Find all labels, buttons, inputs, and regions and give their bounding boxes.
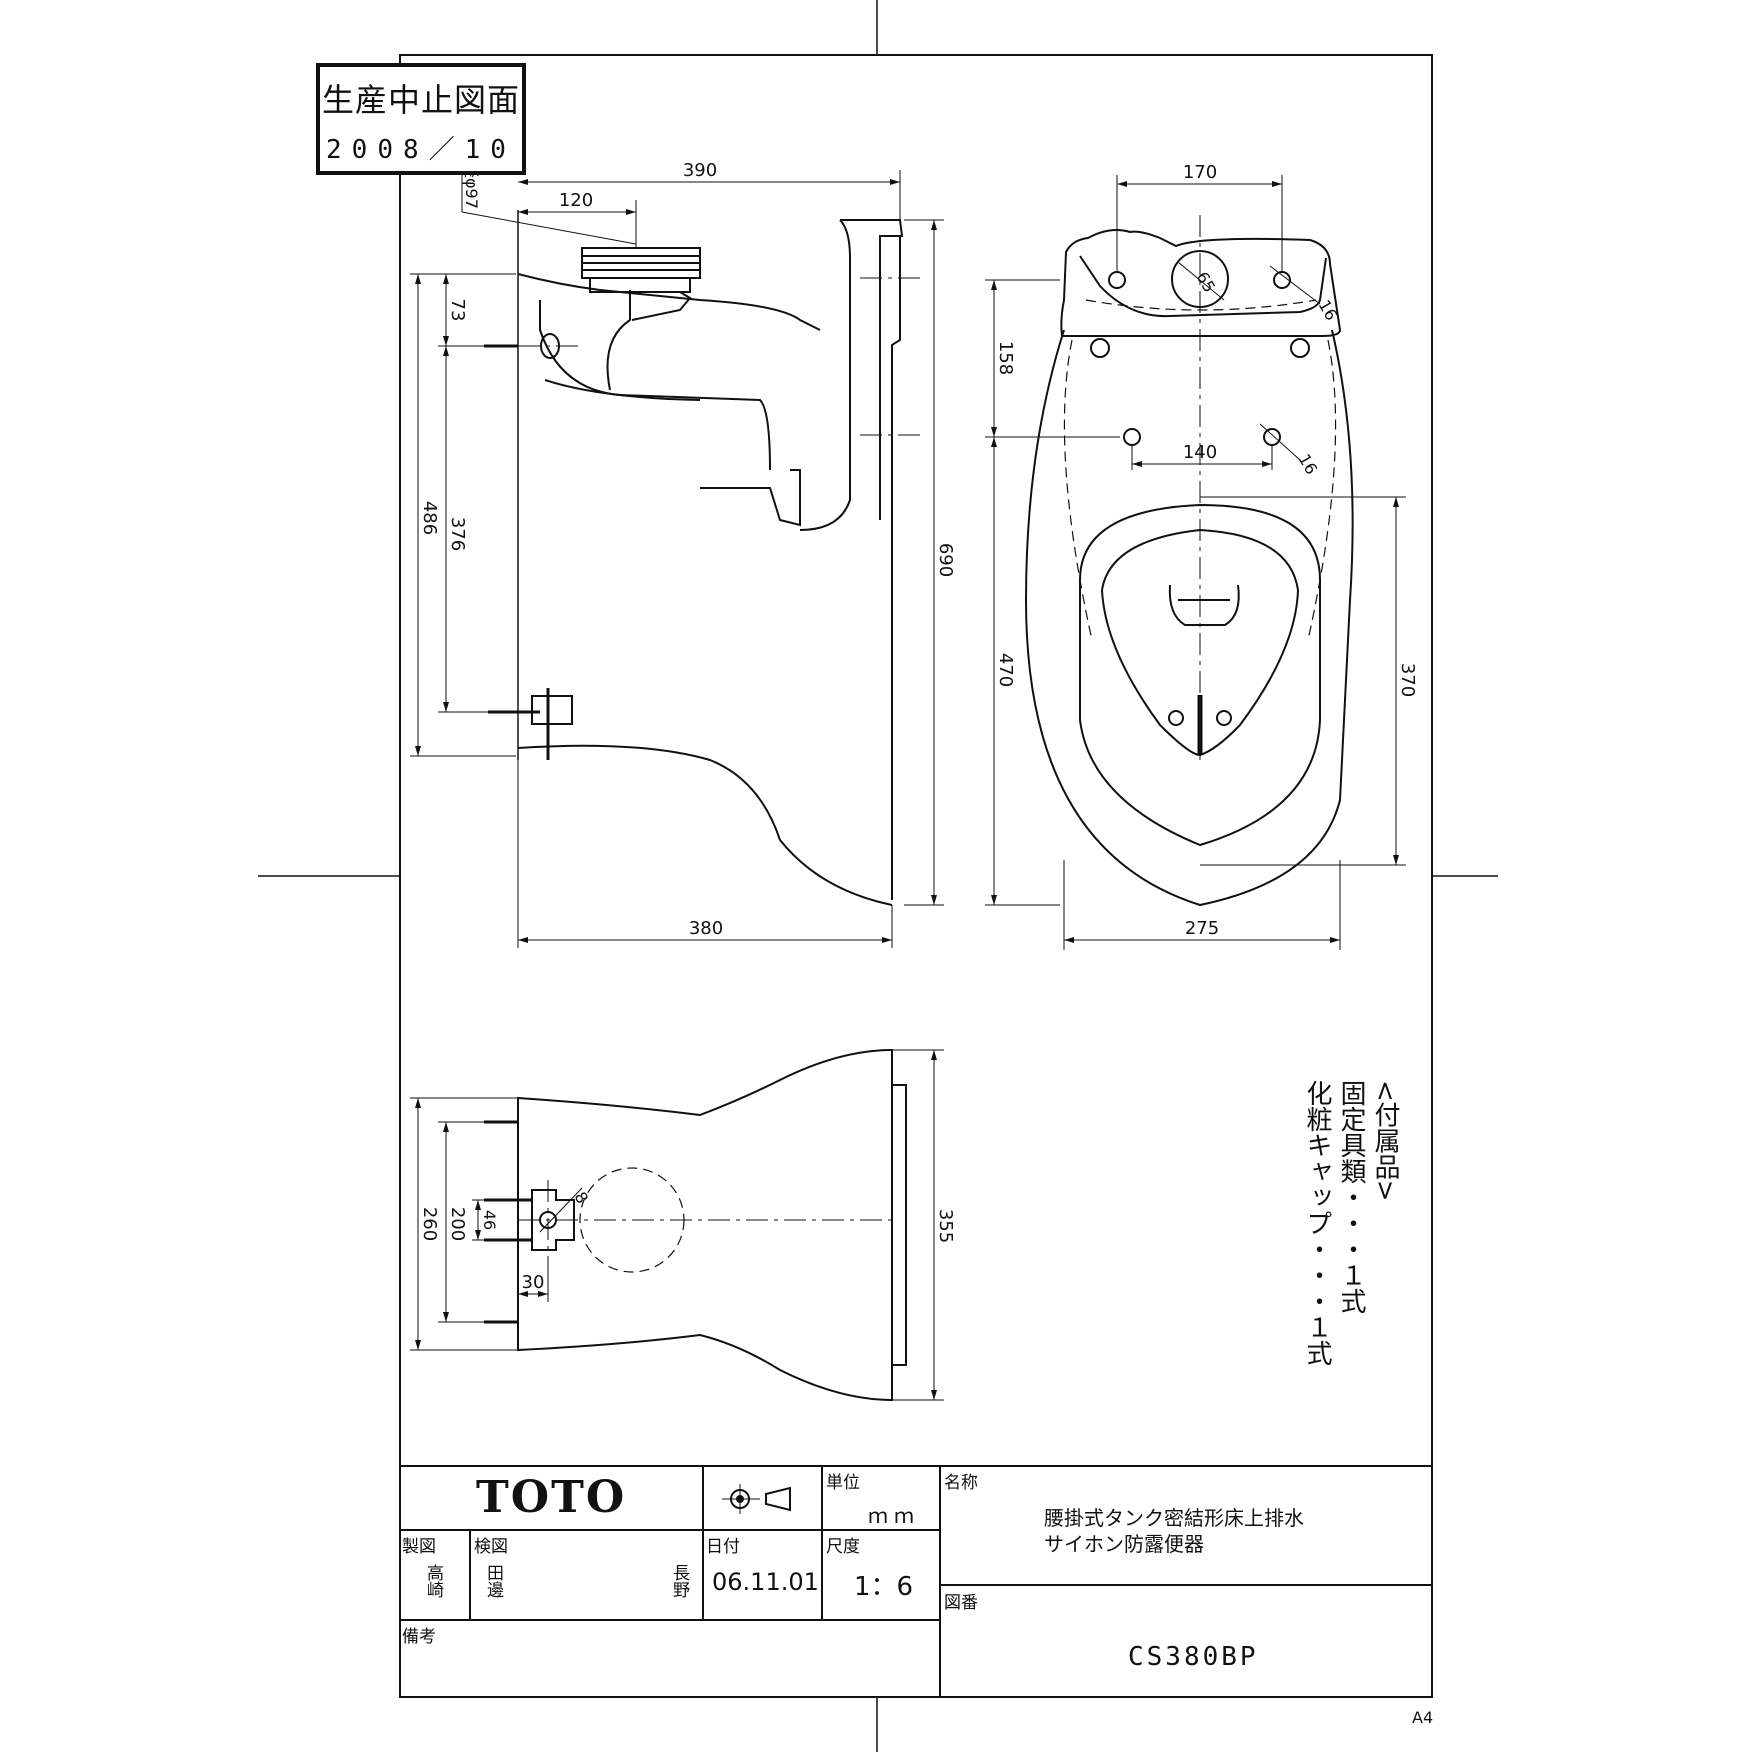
unit-label: 単位 xyxy=(826,1473,860,1493)
scale-value: 1：6 xyxy=(854,1572,914,1602)
dim-470: 470 xyxy=(995,653,1016,687)
dim-16-mid: 16 xyxy=(1295,451,1322,478)
checked-by: 田邊 xyxy=(483,1564,503,1598)
drawing-frame xyxy=(399,54,1433,1698)
toto-logo: TOTO xyxy=(476,1472,627,1523)
name-label: 名称 xyxy=(944,1473,978,1493)
title-block-grid xyxy=(400,1465,1432,1697)
dim-30: 30 xyxy=(522,1272,545,1293)
product-name-line2: サイホン防露便器 xyxy=(1044,1532,1204,1556)
dim-140: 140 xyxy=(1183,442,1217,463)
accessories-line-2: 化粧キャップ・・・１式 xyxy=(1302,1080,1332,1366)
accessories-note: <付属品> 固定具類・・・１式 化粧キャップ・・・１式 xyxy=(1300,1080,1402,1366)
dim-355: 355 xyxy=(935,1209,956,1243)
dimension-labels: 390 120 73 486 376 690 380 排水口外径φ97 170 … xyxy=(419,98,1418,1293)
dim-170: 170 xyxy=(1183,162,1217,183)
drawn-label: 製図 xyxy=(402,1537,436,1557)
paper-size: A4 xyxy=(1412,1708,1434,1727)
top-view xyxy=(1024,215,1354,907)
drawing-number: CS380BP xyxy=(1128,1642,1259,1672)
top-view-dims xyxy=(985,175,1406,950)
dim-486: 486 xyxy=(419,501,440,535)
dim-46: 46 xyxy=(480,1210,499,1230)
product-name-line1: 腰掛式タンク密結形床上排水 xyxy=(1044,1506,1304,1530)
drawing-number-label: 図番 xyxy=(944,1593,978,1613)
discontinued-stamp: 生産中止図面 2008／10 xyxy=(316,63,526,175)
dim-376: 376 xyxy=(447,517,468,551)
centering-marks xyxy=(258,0,1498,1752)
accessories-line-1: 固定具類・・・１式 xyxy=(1336,1080,1366,1314)
unit-value: ｍｍ xyxy=(868,1504,920,1528)
dim-16-top: 16 xyxy=(1315,297,1342,324)
date-label: 日付 xyxy=(706,1537,740,1557)
dim-370: 370 xyxy=(1397,663,1418,697)
stamp-date: 2008／10 xyxy=(326,135,516,165)
third-angle-projection-icon xyxy=(722,1484,791,1514)
dim-158: 158 xyxy=(995,341,1016,375)
checked-label: 検図 xyxy=(474,1537,508,1557)
dim-380: 380 xyxy=(689,918,723,939)
dim-120: 120 xyxy=(559,190,593,211)
approved-by: 長野 xyxy=(669,1564,689,1598)
stamp-title: 生産中止図面 xyxy=(321,81,520,119)
dim-260: 260 xyxy=(419,1207,440,1241)
dim-390: 390 xyxy=(683,160,717,181)
side-view-dims xyxy=(410,160,944,948)
accessories-heading: <付属品> xyxy=(1370,1080,1400,1202)
side-view xyxy=(484,210,925,906)
drawn-by: 高崎 xyxy=(423,1564,443,1598)
dim-65: 65 xyxy=(1193,269,1220,296)
dim-275: 275 xyxy=(1185,918,1219,939)
dim-73: 73 xyxy=(447,299,468,322)
scale-label: 尺度 xyxy=(826,1537,860,1557)
dim-200: 200 xyxy=(447,1207,468,1241)
date-value: 06.11.01 xyxy=(712,1568,819,1596)
remarks-label: 備考 xyxy=(402,1627,436,1647)
dim-690: 690 xyxy=(935,543,956,577)
bottom-view-dims xyxy=(410,1049,944,1401)
